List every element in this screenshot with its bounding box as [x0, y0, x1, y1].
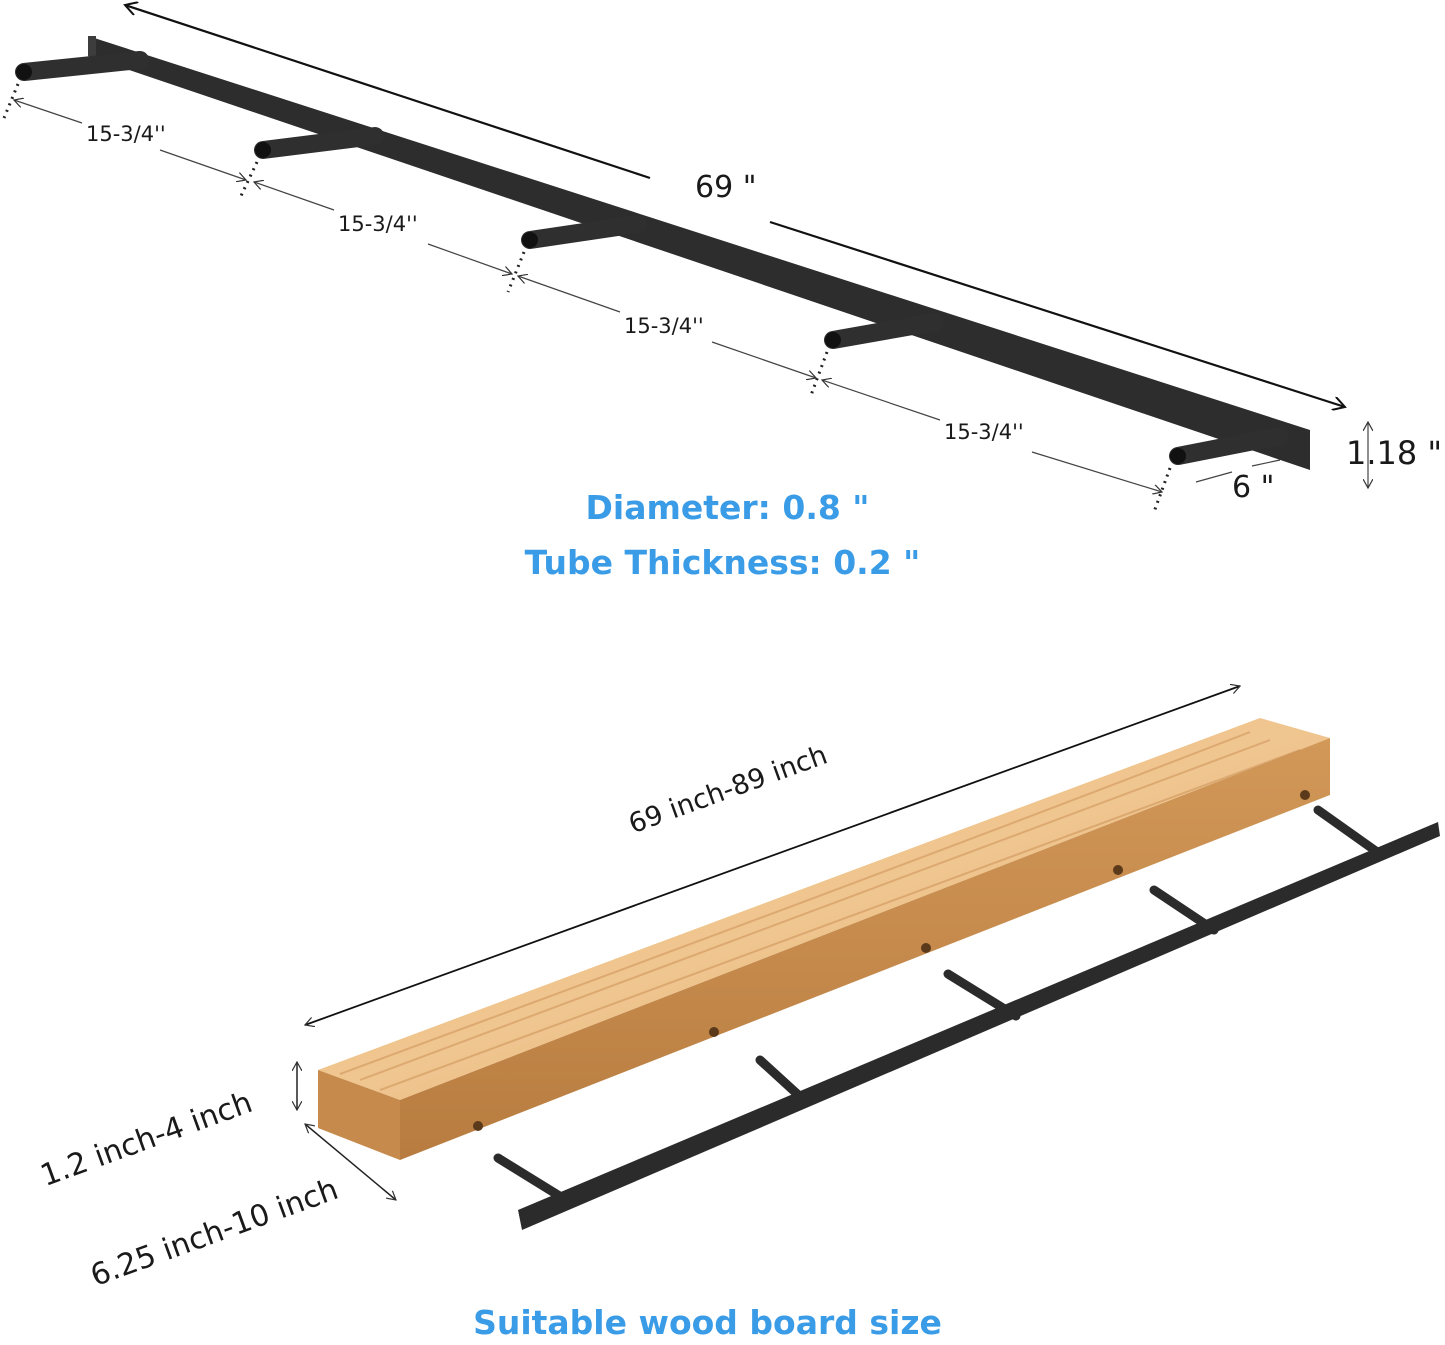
dotted-guides [2, 83, 1172, 513]
rod-5-icon [1169, 427, 1289, 465]
board-size-caption: Suitable wood board size [473, 1303, 942, 1342]
rod-2-icon [254, 127, 384, 159]
spacing-label-3: 15-3/4'' [624, 314, 704, 338]
spacing-label-1: 15-3/4'' [86, 122, 166, 146]
rod-4-icon [824, 313, 944, 349]
bracket-rods [15, 51, 1289, 465]
tube-thickness-spec: Tube Thickness: 0.2 " [524, 543, 921, 582]
bar-height-label: 1.18 " [1346, 434, 1443, 472]
board-size-arrows [297, 1062, 396, 1200]
rod-length-label: 6 " [1232, 470, 1275, 505]
bottom-bracket [493, 805, 1440, 1230]
spacing-dimension-lines [14, 100, 1368, 492]
board-length-arrow [305, 686, 1240, 1025]
spacing-label-4: 15-3/4'' [944, 420, 1024, 444]
rod-3-icon [521, 215, 647, 249]
diameter-spec: Diameter: 0.8 " [585, 488, 870, 527]
total-length-arrow [125, 5, 1345, 407]
bracket-bar [88, 36, 1310, 470]
rod-1-icon [15, 51, 149, 81]
total-length-label: 69 " [695, 170, 757, 205]
spacing-label-2: 15-3/4'' [338, 212, 418, 236]
